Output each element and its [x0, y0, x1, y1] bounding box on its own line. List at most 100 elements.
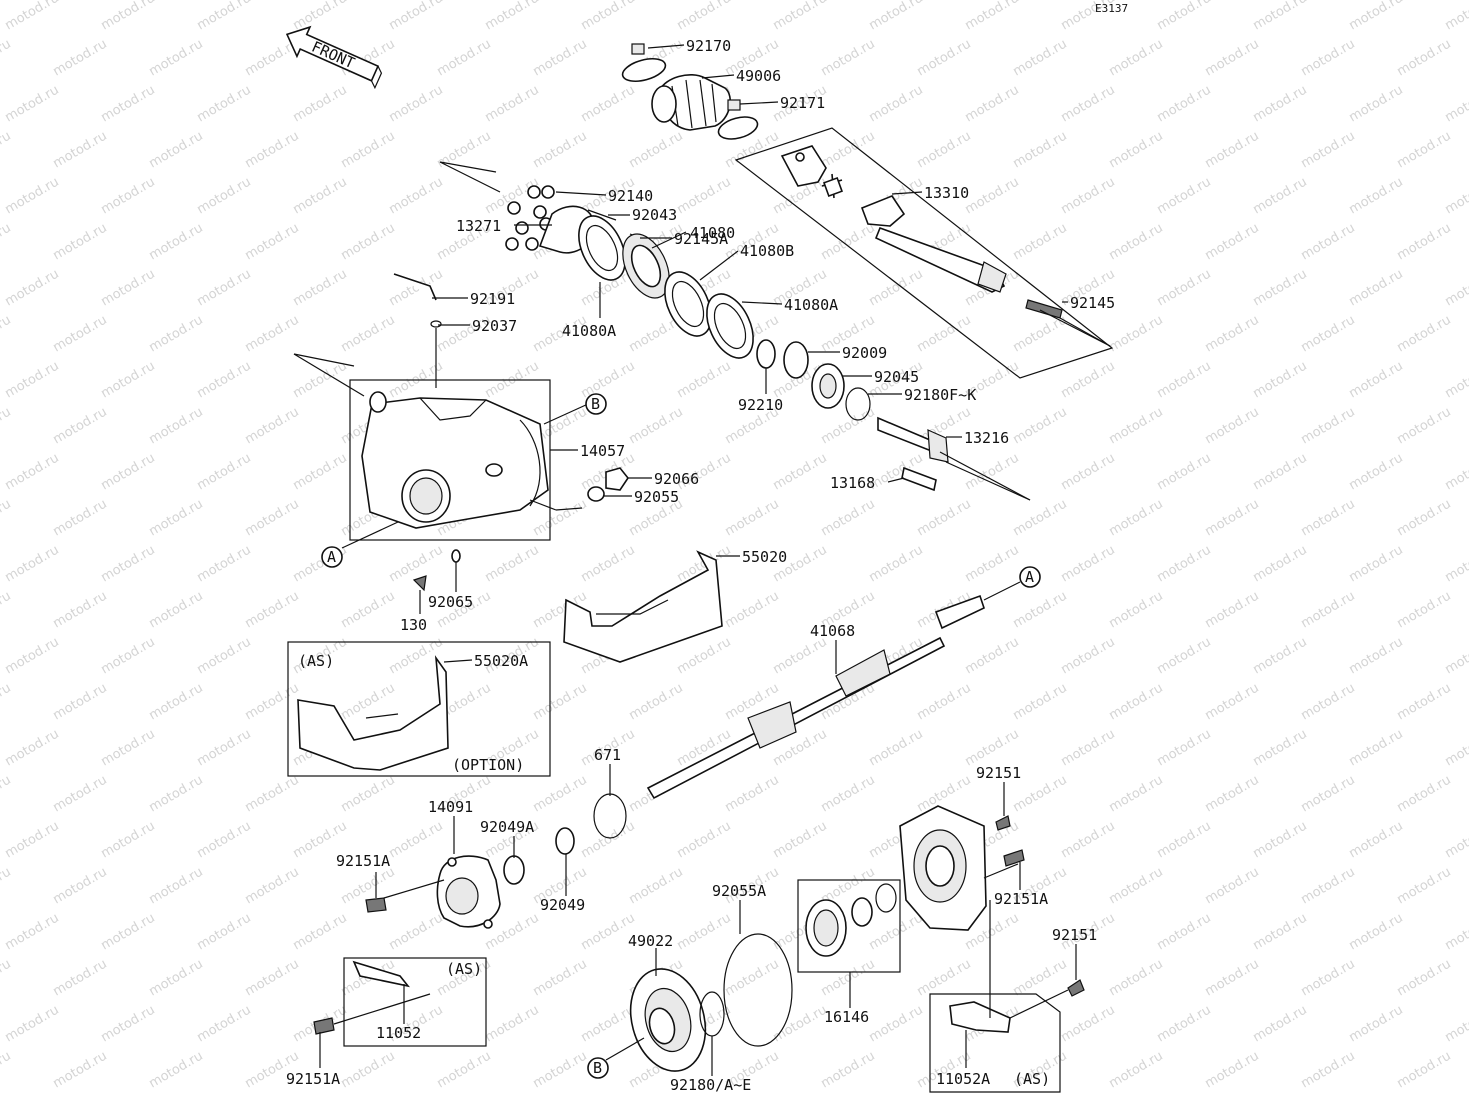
as-tag-option-box: (AS) — [298, 652, 334, 670]
watermark-text: motod.ru — [627, 405, 686, 448]
label-92055: 92055 — [634, 488, 679, 506]
watermark-text: motod.ru — [0, 37, 14, 80]
watermark-text: motod.ru — [1155, 635, 1214, 678]
watermark-text: motod.ru — [195, 543, 254, 586]
watermark-text: motod.ru — [243, 681, 302, 724]
watermark-text: motod.ru — [147, 129, 206, 172]
watermark-text: motod.ru — [1059, 635, 1118, 678]
watermark-text: motod.ru — [1059, 451, 1118, 494]
label-92037: 92037 — [472, 317, 517, 335]
watermark-text: motod.ru — [1107, 37, 1166, 80]
label-92151-top: 92151 — [976, 764, 1021, 782]
watermark-text: motod.ru — [0, 773, 14, 816]
watermark-text: motod.ru — [1395, 957, 1454, 1000]
label-55020: 55020 — [742, 548, 787, 566]
watermark-text: motod.ru — [627, 681, 686, 724]
label-92049: 92049 — [540, 896, 585, 914]
watermark-text: motod.ru — [1395, 497, 1454, 540]
watermark-text: motod.ru — [915, 129, 974, 172]
label-14091: 14091 — [428, 798, 473, 816]
watermark-text: motod.ru — [1155, 727, 1214, 770]
watermark-text: motod.ru — [1011, 129, 1070, 172]
watermark-text: motod.ru — [1299, 37, 1358, 80]
watermark-text: motod.ru — [1011, 589, 1070, 632]
label-41080A-right: 41080A — [784, 296, 838, 314]
watermark-text: motod.ru — [147, 589, 206, 632]
watermark-text: motod.ru — [963, 543, 1022, 586]
ref-marker-b-top-text: B — [591, 395, 600, 413]
ref-marker-a-left-text: A — [327, 548, 336, 566]
watermark-text: motod.ru — [1155, 175, 1214, 218]
watermark-text: motod.ru — [3, 1003, 62, 1046]
watermark-text: motod.ru — [1155, 451, 1214, 494]
watermark-text: motod.ru — [1203, 1049, 1262, 1092]
watermark-text: motod.ru — [1443, 267, 1469, 310]
seal-92049A — [503, 855, 525, 885]
watermark-text: motod.ru — [243, 957, 302, 1000]
watermark-text: motod.ru — [195, 727, 254, 770]
watermark-text: motod.ru — [963, 635, 1022, 678]
seal-92210 — [756, 339, 776, 369]
watermark-text: motod.ru — [963, 451, 1022, 494]
label-92066: 92066 — [654, 470, 699, 488]
label-92180FK: 92180F~K — [904, 386, 976, 404]
gear-case-14057 — [349, 379, 551, 541]
watermark-text: motod.ru — [147, 957, 206, 1000]
watermark-text: motod.ru — [1059, 359, 1118, 402]
watermark-text: motod.ru — [1107, 405, 1166, 448]
watermark-text: motod.ru — [819, 957, 878, 1000]
shim-92009 — [783, 341, 809, 379]
watermark-text: motod.ru — [867, 0, 926, 33]
watermark-text: motod.ru — [675, 819, 734, 862]
watermark-text: motod.ru — [243, 589, 302, 632]
watermark-text: motod.ru — [771, 819, 830, 862]
watermark-text: motod.ru — [147, 405, 206, 448]
watermark-text: motod.ru — [915, 37, 974, 80]
watermark-text: motod.ru — [1299, 681, 1358, 724]
watermark-text: motod.ru — [1347, 359, 1406, 402]
watermark-text: motod.ru — [99, 175, 158, 218]
watermark-text: motod.ru — [483, 0, 542, 33]
watermark-text: motod.ru — [1251, 267, 1310, 310]
watermark-text: motod.ru — [387, 175, 446, 218]
as-bracket-box-right — [929, 993, 1061, 1093]
watermark-text: motod.ru — [1443, 0, 1469, 33]
label-92145A: 92145A — [674, 230, 728, 248]
label-92045: 92045 — [874, 368, 919, 386]
watermark-text: motod.ru — [387, 819, 446, 862]
watermark-text: motod.ru — [1443, 1003, 1469, 1046]
watermark-text: motod.ru — [1059, 83, 1118, 126]
watermark-text: motod.ru — [675, 175, 734, 218]
watermark-text: motod.ru — [147, 681, 206, 724]
watermark-text: motod.ru — [291, 359, 350, 402]
watermark-text: motod.ru — [339, 1049, 398, 1092]
watermark-text: motod.ru — [1155, 543, 1214, 586]
watermark-text: motod.ru — [1155, 1003, 1214, 1046]
watermark-text: motod.ru — [3, 911, 62, 954]
watermark-text: motod.ru — [771, 1003, 830, 1046]
gear-cover — [899, 805, 987, 931]
watermark-text: motod.ru — [147, 37, 206, 80]
watermark-text: motod.ru — [1251, 635, 1310, 678]
label-41080A-left: 41080A — [562, 322, 616, 340]
watermark-text: motod.ru — [99, 0, 158, 33]
watermark-text: motod.ru — [1107, 313, 1166, 356]
clamp-92171 — [717, 99, 759, 140]
watermark-text: motod.ru — [771, 451, 830, 494]
watermark-text: motod.ru — [3, 543, 62, 586]
watermark-text: motod.ru — [483, 543, 542, 586]
watermark-text: motod.ru — [915, 497, 974, 540]
label-13168: 13168 — [830, 474, 875, 492]
watermark-text: motod.ru — [915, 681, 974, 724]
watermark-text: motod.ru — [1155, 267, 1214, 310]
watermark-text: motod.ru — [1011, 405, 1070, 448]
watermark-text: motod.ru — [963, 83, 1022, 126]
watermark-text: motod.ru — [291, 0, 350, 33]
watermark-text: motod.ru — [195, 0, 254, 33]
watermark-text: motod.ru — [723, 497, 782, 540]
watermark-text: motod.ru — [243, 865, 302, 908]
watermark-text: motod.ru — [1347, 819, 1406, 862]
bearing-housing-14091 — [436, 855, 501, 929]
watermark-text: motod.ru — [3, 359, 62, 402]
watermark-text: motod.ru — [3, 0, 62, 33]
